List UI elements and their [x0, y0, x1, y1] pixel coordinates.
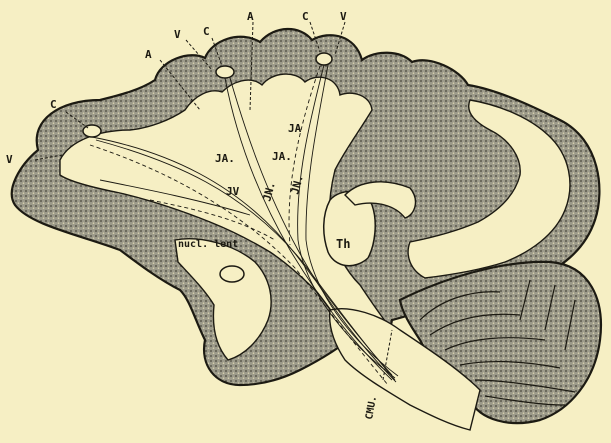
label-v-left: V — [6, 153, 13, 166]
label-ja-top: JA — [288, 122, 302, 135]
label-ja-mid: JA. — [272, 150, 292, 163]
label-jv: JV — [226, 185, 240, 198]
label-v-mid: V — [174, 28, 181, 41]
label-nucl-lent: nucl. lent — [178, 239, 238, 250]
cell-body-2 — [216, 66, 234, 78]
cell-body-1 — [83, 125, 101, 137]
label-cmu: CMU. — [364, 395, 379, 421]
label-v-right: V — [340, 10, 347, 23]
label-ja-left: JA. — [215, 152, 235, 165]
label-c-left: C — [50, 98, 57, 111]
label-c-mid: C — [203, 25, 210, 38]
label-a-top: A — [247, 10, 254, 23]
cell-body-3 — [316, 53, 332, 65]
label-c-right: C — [302, 10, 309, 23]
label-a-left: A — [145, 48, 152, 61]
label-thalamus: Th — [336, 237, 350, 251]
lentiform-nucleus — [220, 266, 244, 282]
